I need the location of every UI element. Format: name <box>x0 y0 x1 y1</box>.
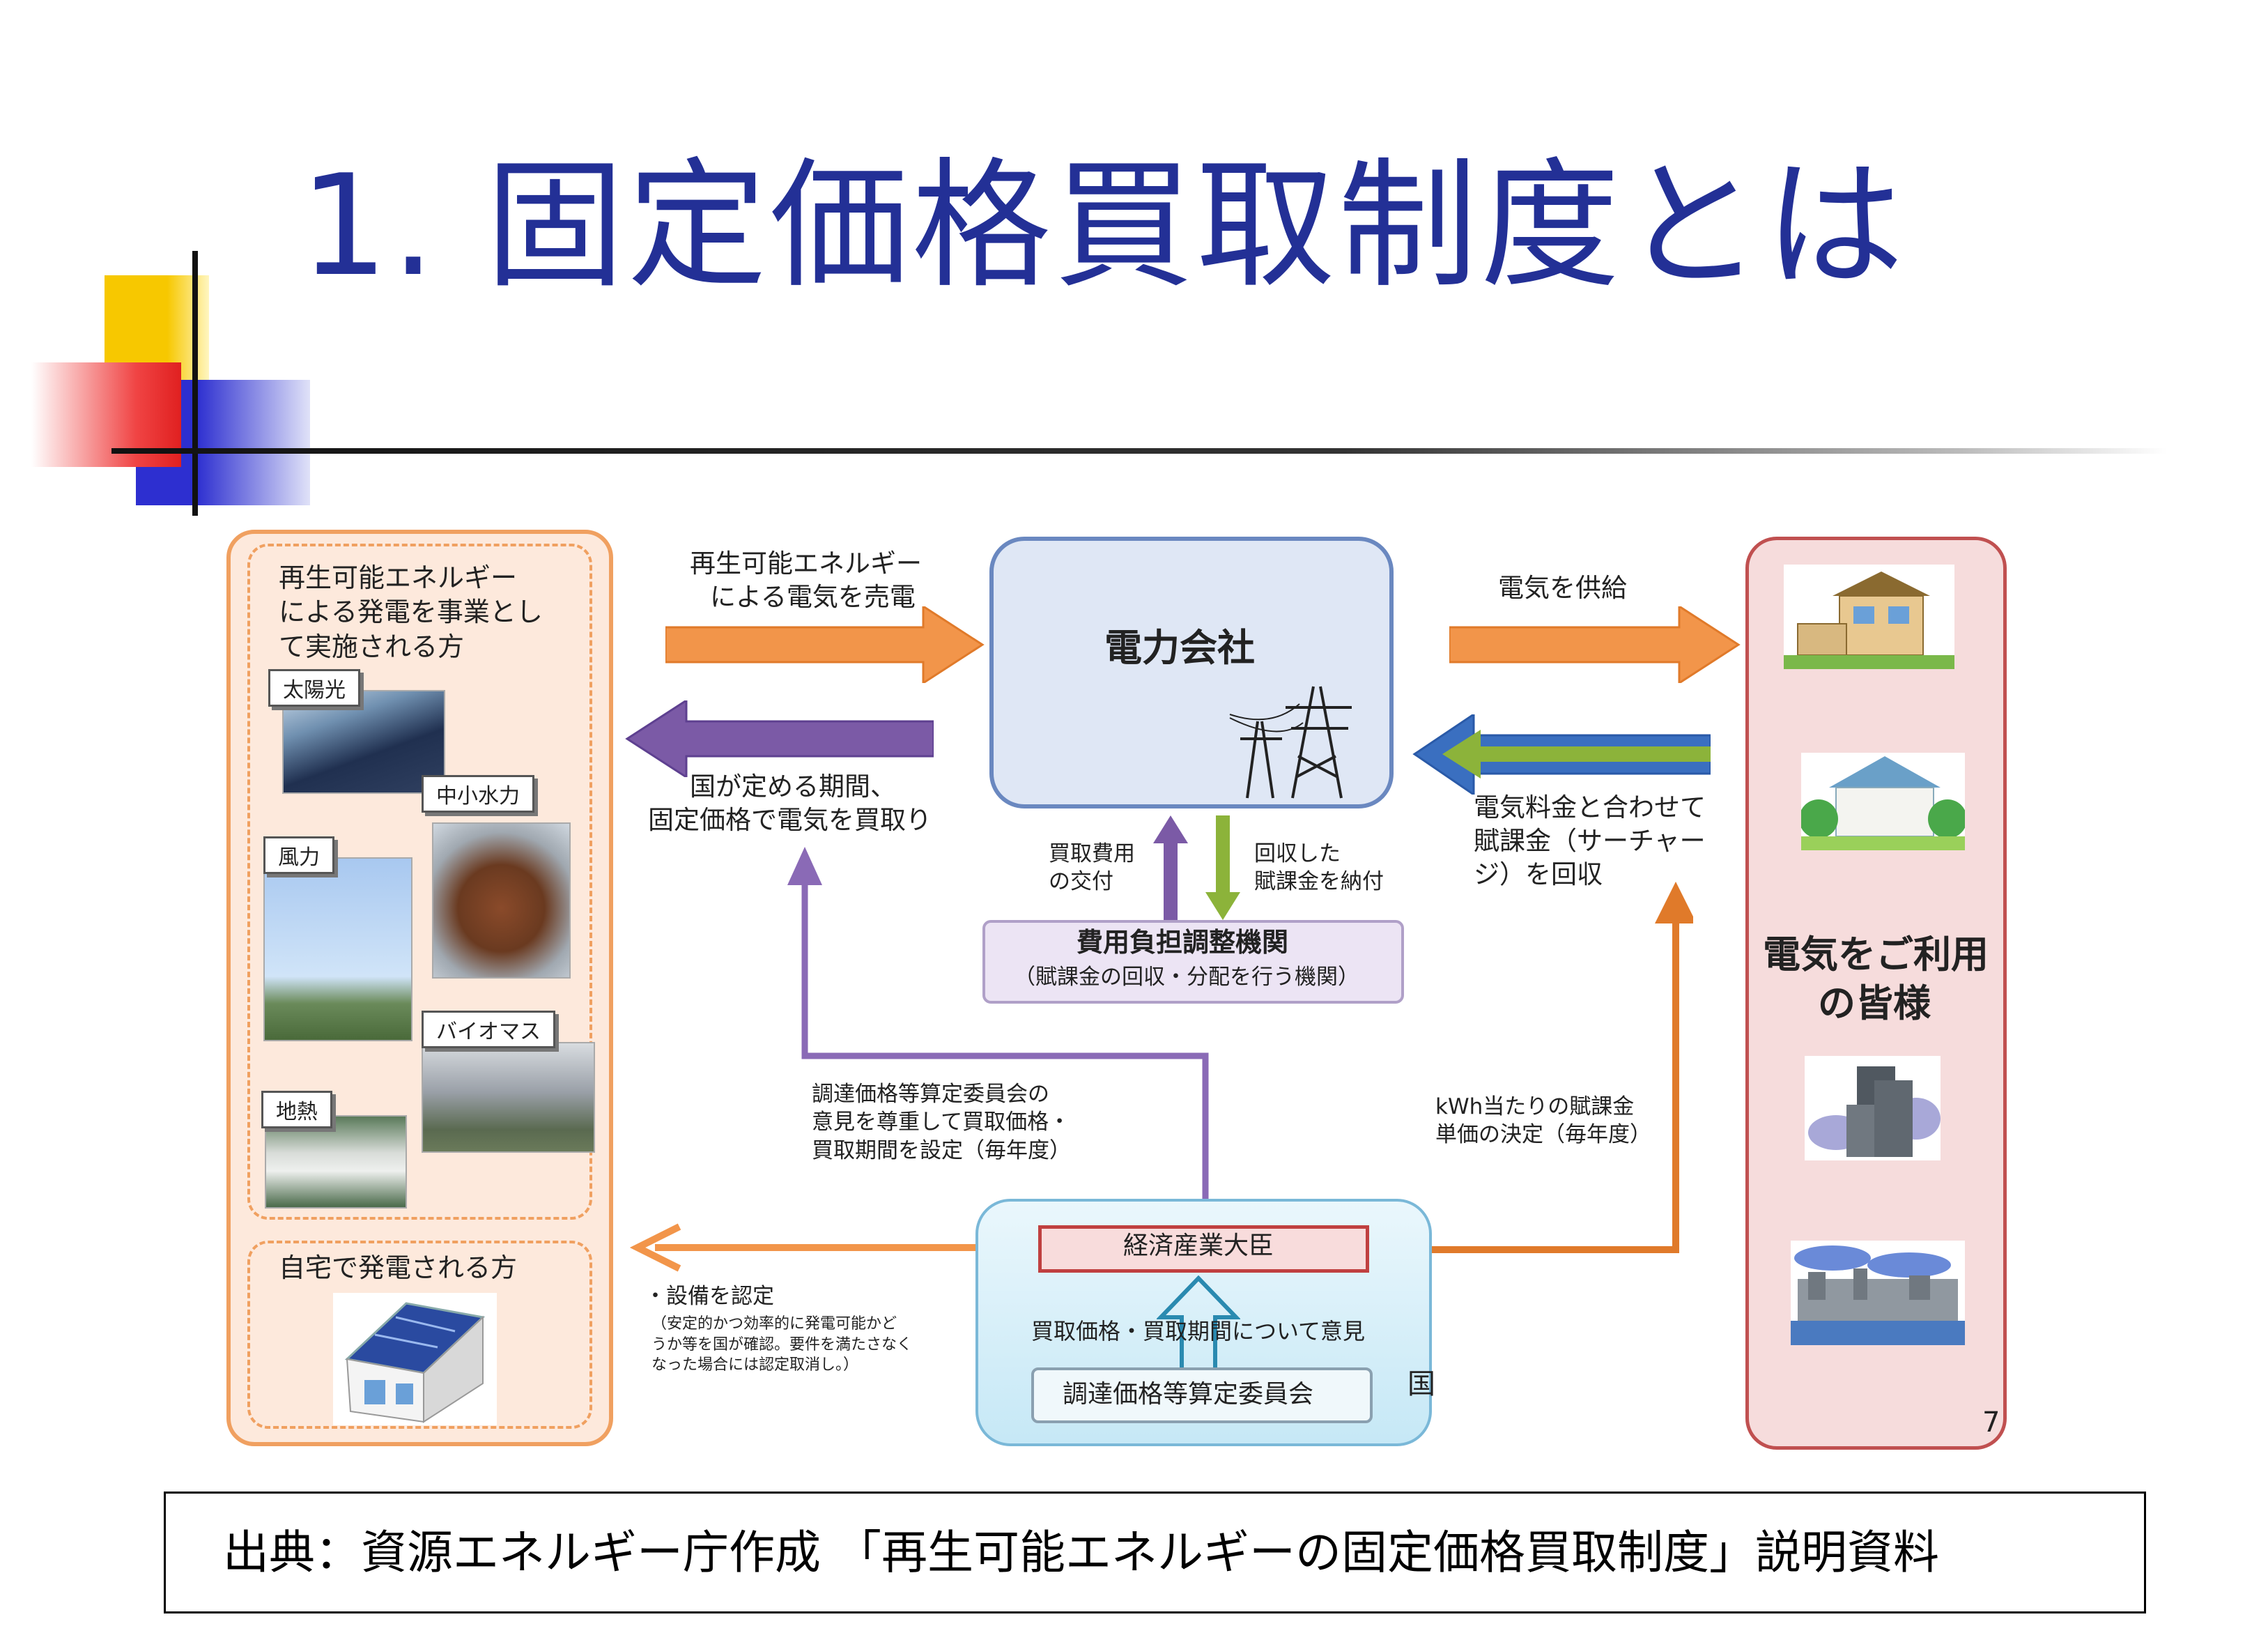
office-building-icon <box>1805 1056 1941 1160</box>
home-producers-box <box>247 1241 592 1429</box>
grant-costs-line: の交付 <box>1049 869 1113 895</box>
certify-title: ・設備を認定 <box>645 1284 774 1309</box>
minister-label: 経済産業大臣 <box>1123 1232 1274 1260</box>
pay-surcharge-line: 回収した <box>1254 841 1341 866</box>
factory-icon <box>1791 1241 1965 1345</box>
set-price-label: 調達価格等算定委員会の 意見を尊重して買取価格・ 買取期間を設定（毎年度） <box>812 1080 1071 1165</box>
set-price-line: 買取期間を設定（毎年度） <box>812 1137 1071 1163</box>
source-note: 出典：資源エネルギー庁作成 「再生可能エネルギーの固定価格買取制度」説明資料 <box>223 1526 1939 1579</box>
geothermal-photo <box>265 1115 407 1209</box>
unit-price-label: kWh当たりの賦課金 単価の決定（毎年度） <box>1435 1093 1651 1149</box>
buy-back-line: 国が定める期間、 <box>690 772 896 802</box>
home-heading: 自宅で発電される方 <box>279 1252 518 1283</box>
power-company-box <box>989 537 1394 808</box>
collect-surcharge-line: 電気料金と合わせて <box>1474 792 1706 822</box>
unit-price-arrow <box>1366 882 1693 1253</box>
label-biomass: バイオマス <box>422 1011 555 1048</box>
certify-note-line: なった場合には認定取消し。） <box>651 1356 859 1374</box>
house-icon <box>1784 565 1954 669</box>
opinion-label: 買取価格・買取期間について意見 <box>1031 1318 1366 1344</box>
unit-price-line: 単価の決定（毎年度） <box>1435 1122 1651 1148</box>
set-price-line: 調達価格等算定委員会の <box>812 1082 1049 1107</box>
power-tower-icon <box>1229 686 1352 799</box>
pay-surcharge-arrow <box>1205 815 1240 920</box>
collect-surcharge-line: ジ）を回収 <box>1474 859 1603 890</box>
sell-electricity-arrow <box>665 606 985 683</box>
certify-note-line: うか等を国が確認。要件を満たさなく <box>651 1335 913 1354</box>
buy-back-label: 国が定める期間、 固定価格で電気を買取り <box>648 770 932 837</box>
set-price-line: 意見を尊重して買取価格・ <box>812 1110 1071 1135</box>
customers-line: 電気をご利用 <box>1763 933 1989 976</box>
deco-horizontal-line <box>111 448 2167 454</box>
label-geothermal: 地熱 <box>261 1091 332 1128</box>
apartment-house-icon <box>1801 753 1965 850</box>
collect-surcharge-line: 賦課金（サーチャー <box>1474 826 1706 857</box>
committee-box <box>1031 1367 1373 1423</box>
customers-line: の皆様 <box>1818 981 1931 1026</box>
sell-electricity-label: 再生可能エネルギー による電気を売電 <box>690 547 922 614</box>
unit-price-line: kWh当たりの賦課金 <box>1435 1094 1635 1119</box>
solar-photo <box>282 690 445 794</box>
label-solar: 太陽光 <box>268 669 360 707</box>
business-heading-line: による発電を事業とし <box>279 597 543 628</box>
slide-title: 1. 固定価格買取制度とは <box>300 145 1907 307</box>
pay-surcharge-label: 回収した 賦課金を納付 <box>1254 840 1384 896</box>
buy-back-arrow <box>625 700 934 777</box>
business-producers-box <box>247 544 592 1220</box>
sell-electricity-line: 再生可能エネルギー <box>690 549 922 578</box>
cost-org-name: 費用負担調整機関 <box>1077 927 1289 958</box>
set-price-arrow <box>787 847 1209 1251</box>
committee-label: 調達価格等算定委員会 <box>1063 1380 1314 1409</box>
certify-note: （安定的かつ効率的に発電可能かど うか等を国が確認。要件を満たさなく なった場合… <box>651 1314 912 1376</box>
deco-vertical-line <box>192 251 198 516</box>
certify-note-line: （安定的かつ効率的に発電可能かど <box>651 1315 897 1333</box>
business-heading-line: 再生可能エネルギー <box>279 562 518 593</box>
supply-arrow <box>1449 606 1741 683</box>
page-number: 7 <box>1982 1406 2000 1439</box>
buy-back-line: 固定価格で電気を買取り <box>648 805 932 836</box>
grant-costs-label: 買取費用 の交付 <box>1049 840 1135 896</box>
grant-costs-line: 買取費用 <box>1049 841 1135 866</box>
cost-adjustment-org-box <box>982 920 1404 1004</box>
grant-costs-arrow <box>1153 815 1188 920</box>
biomass-photo <box>422 1042 595 1153</box>
label-small-hydro: 中小水力 <box>422 775 534 813</box>
wind-photo <box>263 857 412 1041</box>
supply-label: 電気を供給 <box>1498 573 1627 603</box>
cost-org-note: （賦課金の回収・分配を行う機関） <box>1014 965 1359 990</box>
collect-surcharge-label: 電気料金と合わせて 賦課金（サーチャー ジ）を回収 <box>1474 791 1706 891</box>
collect-surcharge-arrow <box>1412 714 1711 795</box>
business-heading: 再生可能エネルギー による発電を事業とし て実施される方 <box>279 561 543 664</box>
source-box <box>164 1492 2146 1613</box>
power-company-label: 電力会社 <box>1104 626 1255 670</box>
country-label: 国 <box>1407 1368 1435 1400</box>
customers-label: 電気をご利用 の皆様 <box>1763 930 1989 1028</box>
hydro-photo <box>432 822 571 979</box>
minister-box <box>1038 1225 1369 1273</box>
sell-electricity-line: による電気を売電 <box>710 582 916 613</box>
business-heading-line: て実施される方 <box>279 631 465 662</box>
pay-surcharge-line: 賦課金を納付 <box>1254 869 1384 895</box>
label-wind: 風力 <box>263 836 334 874</box>
house-solar-icon <box>333 1293 497 1425</box>
